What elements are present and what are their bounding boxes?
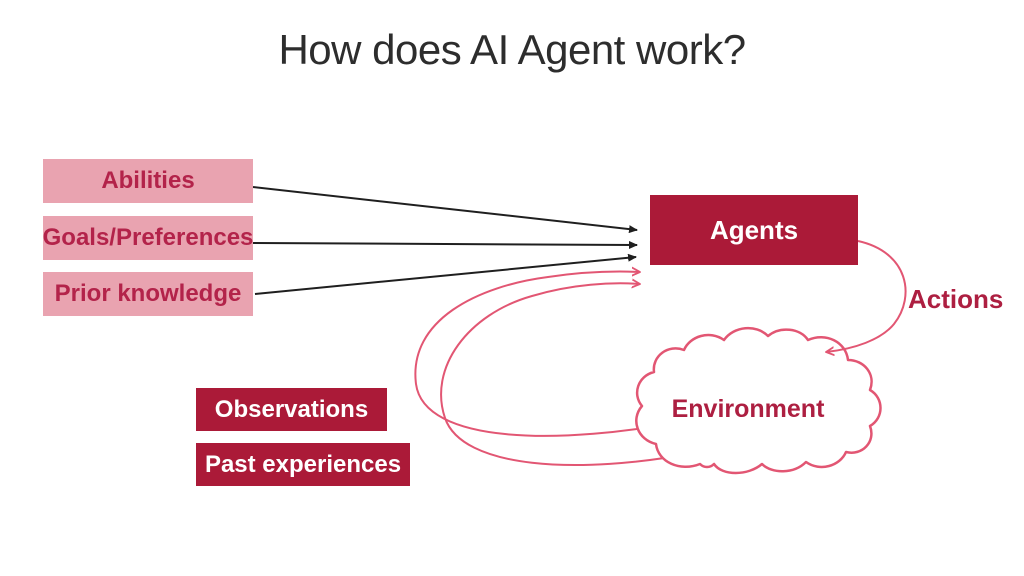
edge-abilities-to-agents	[252, 186, 638, 234]
node-agents: Agents	[650, 195, 858, 265]
slide-title: How does AI Agent work?	[278, 26, 746, 73]
node-abilities-label: Abilities	[101, 167, 195, 194]
node-environment-label: Environment	[671, 395, 825, 423]
node-past-experiences: Past experiences	[196, 443, 410, 486]
node-abilities: Abilities	[43, 159, 253, 203]
environment-cloud	[635, 327, 882, 475]
edge-prior-knowledge-to-agents	[254, 253, 637, 295]
edge-environment-to-agents-past-experiences	[440, 283, 701, 466]
edge-goals-to-agents	[252, 240, 638, 249]
edge-label-actions: Actions	[908, 284, 1004, 314]
node-prior-knowledge: Prior knowledge	[43, 272, 253, 316]
edge-environment-to-agents-observations	[414, 272, 691, 437]
node-observations-label: Observations	[214, 395, 369, 423]
node-goals-preferences-label: Goals/Preferences	[42, 224, 254, 251]
node-observations: Observations	[196, 388, 387, 431]
edge-agents-to-environment-actions	[826, 240, 907, 352]
node-goals-preferences: Goals/Preferences	[43, 216, 253, 260]
node-past-experiences-label: Past experiences	[204, 450, 402, 478]
node-agents-label: Agents	[709, 214, 799, 245]
node-prior-knowledge-label: Prior knowledge	[54, 280, 242, 307]
